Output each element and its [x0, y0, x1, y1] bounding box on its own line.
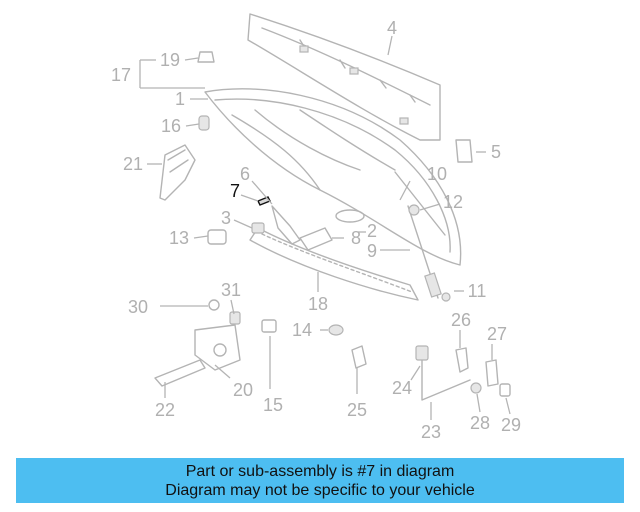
callout-10: 10: [427, 164, 447, 184]
support-strut: [407, 205, 442, 299]
parts-diagram: 1 2 3 4 5 6 7 8 9 10 11 12 13 14 15 16 1…: [111, 13, 521, 442]
callout-13: 13: [169, 228, 189, 248]
callout-8: 8: [351, 228, 361, 248]
callout-labels: 1 2 3 4 5 6 7 8 9 10 11 12 13 14 15 16 1…: [111, 18, 521, 442]
callout-22: 22: [155, 400, 175, 420]
callout-7: 7: [230, 181, 240, 201]
callout-14: 14: [292, 320, 312, 340]
callout-1: 1: [175, 89, 185, 109]
callout-23: 23: [421, 422, 441, 442]
callout-25: 25: [347, 400, 367, 420]
callout-19: 19: [160, 50, 180, 70]
info-banner: Part or sub-assembly is #7 in diagram Di…: [16, 458, 624, 503]
hood-seal: [249, 227, 419, 301]
callout-21: 21: [123, 154, 143, 174]
callout-2: 2: [367, 221, 377, 241]
hood-insulator: [247, 13, 441, 141]
callout-29: 29: [501, 415, 521, 435]
callout-12: 12: [443, 192, 463, 212]
callout-9: 9: [367, 241, 377, 261]
info-line-disclaimer: Diagram may not be specific to your vehi…: [165, 481, 475, 499]
callout-31: 31: [221, 280, 241, 300]
misc-parts: [154, 51, 511, 401]
callout-26: 26: [451, 310, 471, 330]
callout-27: 27: [487, 324, 507, 344]
callout-16: 16: [161, 116, 181, 136]
callout-17: 17: [111, 65, 131, 85]
leader-lines: [139, 35, 511, 420]
hood-panel: [204, 88, 462, 266]
callout-5: 5: [491, 142, 501, 162]
callout-15: 15: [263, 395, 283, 415]
callout-11: 11: [468, 281, 487, 301]
info-line-part-number: Part or sub-assembly is #7 in diagram: [185, 462, 455, 480]
callout-18: 18: [308, 294, 328, 314]
callout-20: 20: [233, 380, 253, 400]
callout-24: 24: [392, 378, 412, 398]
callout-28: 28: [470, 413, 490, 433]
callout-30: 30: [128, 297, 148, 317]
callout-4: 4: [387, 18, 397, 38]
callout-6: 6: [240, 164, 250, 184]
callout-3: 3: [221, 208, 231, 228]
